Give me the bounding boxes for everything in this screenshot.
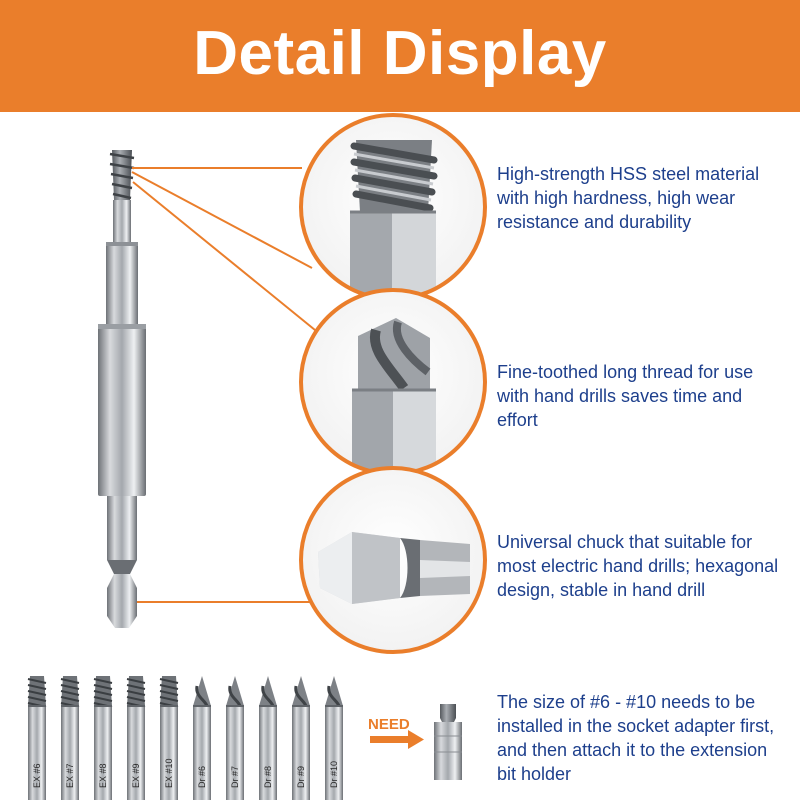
- small-bit: [226, 676, 244, 800]
- small-bit: [259, 676, 277, 800]
- small-bit: [60, 676, 80, 800]
- need-arrow-icon: [370, 730, 424, 749]
- small-bit: [27, 676, 47, 800]
- small-bit: [126, 676, 146, 800]
- bit-size-label: EX #10: [164, 758, 174, 788]
- bit-size-label: Dr #6: [197, 765, 207, 788]
- small-bit: [159, 676, 179, 800]
- socket-adapter: [434, 704, 462, 780]
- small-bit: [325, 676, 343, 800]
- bit-size-label: Dr #9: [296, 765, 306, 788]
- bits-row: [27, 676, 343, 800]
- feature-chuck-text: Universal chuck that suitable for most e…: [497, 532, 779, 600]
- need-label: NEED: [368, 716, 410, 733]
- bit-size-label: Dr #10: [329, 760, 339, 788]
- connector-lines: [131, 167, 316, 603]
- feature-socket-text: The size of #6 - #10 needs to be install…: [497, 692, 775, 784]
- bit-size-label: EX #8: [98, 763, 108, 788]
- bit-size-label: Dr #7: [230, 765, 240, 788]
- zoom-hex-chuck: [299, 466, 487, 654]
- page-title: Detail Display: [193, 19, 607, 88]
- small-bit: [193, 676, 211, 800]
- bit-size-label: EX #6: [32, 763, 42, 788]
- zoom-drill-tip: [299, 288, 487, 476]
- small-bit: [292, 676, 310, 800]
- main-extractor-bit: [98, 150, 146, 628]
- small-bit: [93, 676, 113, 800]
- bit-size-label: EX #7: [65, 763, 75, 788]
- bit-size-label: Dr #8: [263, 765, 273, 788]
- feature-thread-text: Fine-toothed long thread for use with ha…: [497, 362, 754, 430]
- header-banner: [0, 0, 800, 112]
- zoom-spiral-tip: [299, 113, 487, 301]
- bit-size-label: EX #9: [131, 763, 141, 788]
- feature-material-text: High-strength HSS steel material with hi…: [497, 164, 760, 232]
